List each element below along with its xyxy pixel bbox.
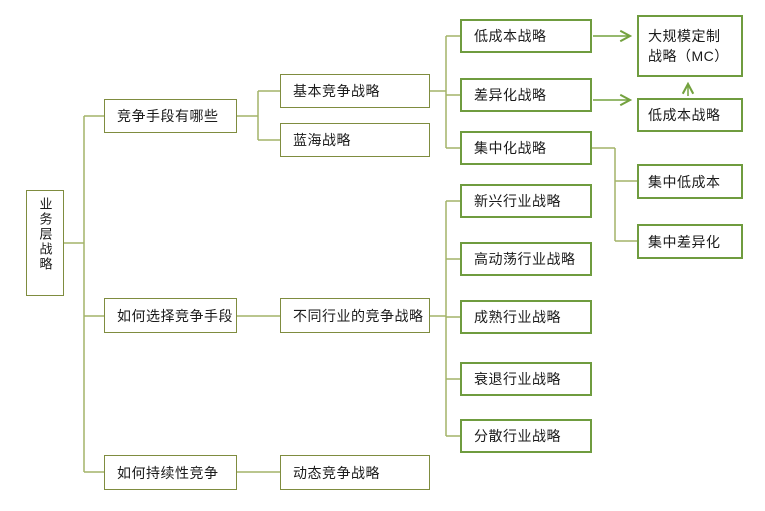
connector-industry-children	[430, 200, 460, 437]
node-mass-customization-strategy: 大规模定制 战略（MC）	[637, 15, 743, 77]
node-low-cost-strategy: 低成本战略	[460, 19, 592, 53]
node-differentiation-strategy: 差异化战略	[460, 78, 592, 112]
node-turbulent-industry-strategy: 高动荡行业战略	[460, 242, 592, 276]
node-mass-customization-line2: 战略（MC）	[648, 48, 729, 64]
connector-focus-children	[592, 147, 637, 242]
node-question-choose-means: 如何选择竞争手段	[104, 298, 237, 333]
tree-connectors	[64, 35, 637, 473]
node-root-business-level-strategy: 业务层战略	[26, 190, 64, 296]
node-emerging-industry-strategy: 新兴行业战略	[460, 184, 592, 218]
node-question-sustain-competition: 如何持续性竞争	[104, 455, 237, 490]
node-focus-strategy: 集中化战略	[460, 131, 592, 165]
node-low-cost-strategy-result: 低成本战略	[637, 98, 743, 132]
node-dynamic-competitive-strategy: 动态竞争战略	[280, 455, 430, 490]
node-mature-industry-strategy: 成熟行业战略	[460, 300, 592, 334]
node-focused-differentiation: 集中差异化	[637, 224, 743, 259]
node-industry-competitive-strategy: 不同行业的竞争战略	[280, 298, 430, 333]
node-mass-customization-line1: 大规模定制	[648, 27, 721, 44]
connector-basic-children	[430, 35, 460, 149]
node-basic-competitive-strategy: 基本竞争战略	[280, 74, 430, 108]
node-focused-low-cost: 集中低成本	[637, 164, 743, 199]
connector-q-means-children	[237, 90, 280, 141]
node-declining-industry-strategy: 衰退行业战略	[460, 362, 592, 396]
node-blue-ocean-strategy: 蓝海战略	[280, 123, 430, 157]
node-question-competitive-means: 竞争手段有哪些	[104, 99, 237, 133]
arrow-connectors	[593, 29, 695, 107]
node-fragmented-industry-strategy: 分散行业战略	[460, 419, 592, 453]
